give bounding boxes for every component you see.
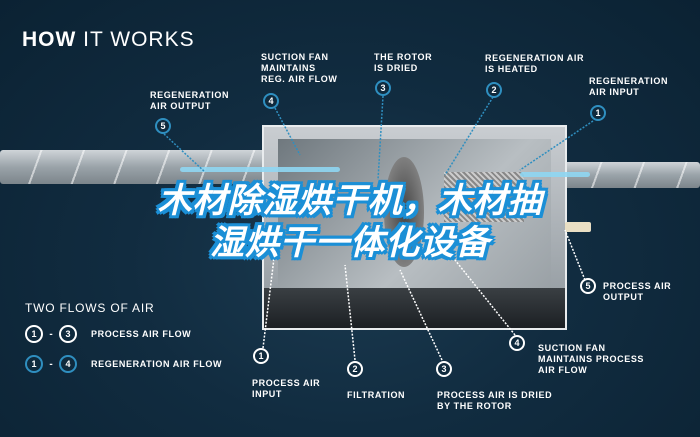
unit-base — [264, 288, 565, 328]
proc-step-2-marker: 2 — [347, 361, 363, 377]
reg-step-4-marker: 4 — [263, 93, 279, 109]
reg-step-2-label: REGENERATION AIR IS HEATED — [485, 53, 585, 74]
rotor — [384, 157, 424, 267]
proc-step-5-marker: 5 — [580, 278, 596, 294]
reg-step-5-marker: 5 — [155, 118, 171, 134]
legend-row-process: 1 - 3 PROCESS AIR FLOW — [25, 325, 191, 343]
legend-label: PROCESS AIR FLOW — [91, 329, 192, 339]
diagram-title: HOW IT WORKS — [22, 28, 195, 51]
heater-coil — [444, 172, 524, 222]
reg-step-1-marker: 1 — [590, 105, 606, 121]
proc-step-5-label: PROCESS AIR OUTPUT — [603, 281, 672, 302]
proc-step-4-label: SUCTION FAN MAINTAINS PROCESS AIR FLOW — [538, 343, 645, 375]
overlay-title-line1: 木材除湿烘干机，木材抽 — [157, 181, 543, 221]
dehumidifier-unit — [262, 125, 567, 330]
legend-to-marker: 4 — [59, 355, 77, 373]
legend-dash: - — [49, 328, 53, 340]
legend-dash: - — [49, 358, 53, 370]
legend-from-marker: 1 — [25, 325, 43, 343]
regeneration-airflow-in — [520, 172, 590, 177]
reg-step-1-label: REGENERATION AIR INPUT — [589, 76, 669, 97]
legend-from-marker: 1 — [25, 355, 43, 373]
proc-step-4-marker: 4 — [509, 335, 525, 351]
process-air-outlet — [565, 222, 591, 232]
reg-step-3-label: THE ROTOR IS DRIED — [374, 52, 433, 73]
legend-label: REGENERATION AIR FLOW — [91, 359, 223, 369]
proc-step-3-label: PROCESS AIR IS DRIED BY THE ROTOR — [437, 390, 553, 411]
reg-step-2-marker: 2 — [486, 82, 502, 98]
proc-step-1-marker: 1 — [253, 348, 269, 364]
reg-step-3-marker: 3 — [375, 80, 391, 96]
proc-step-1-label: PROCESS AIR INPUT — [252, 378, 321, 399]
overlay-title-line2: 湿烘干一体化设备 — [210, 223, 490, 263]
legend-row-regeneration: 1 - 4 REGENERATION AIR FLOW — [25, 355, 222, 373]
legend-to-marker: 3 — [59, 325, 77, 343]
reg-step-5-label: REGENERATION AIR OUTPUT — [150, 90, 230, 111]
reg-step-4-label: SUCTION FAN MAINTAINS REG. AIR FLOW — [261, 52, 338, 84]
overlay-product-title: 木材除湿烘干机，木材抽 湿烘干一体化设备 — [0, 180, 700, 264]
proc-step-3-marker: 3 — [436, 361, 452, 377]
proc-step-2-label: FILTRATION — [347, 390, 406, 400]
regeneration-airflow — [180, 167, 340, 172]
legend-title: TWO FLOWS OF AIR — [25, 301, 155, 315]
